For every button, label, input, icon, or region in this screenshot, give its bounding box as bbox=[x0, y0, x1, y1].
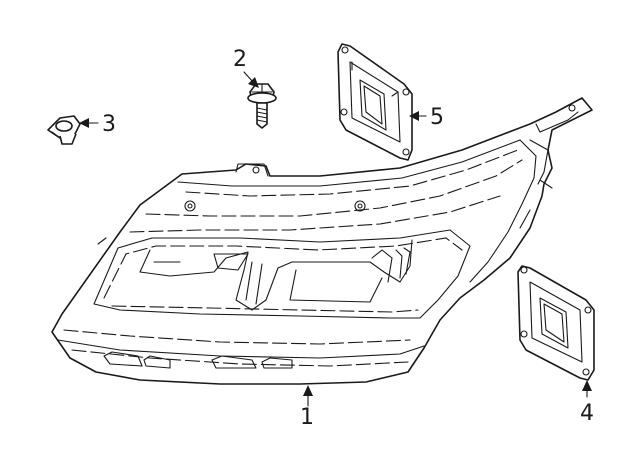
callout-5-arrow bbox=[409, 111, 419, 121]
callout-5: 5 bbox=[409, 105, 444, 130]
callout-3-arrow bbox=[79, 118, 89, 128]
callout-1-label: 1 bbox=[300, 405, 314, 430]
callout-4-arrow bbox=[582, 380, 592, 391]
clip-nut bbox=[47, 115, 81, 145]
callout-2-arrow bbox=[248, 77, 259, 88]
callout-4-label: 4 bbox=[580, 401, 594, 426]
callout-2: 2 bbox=[233, 47, 259, 88]
callout-3-label: 3 bbox=[102, 112, 116, 137]
mounting-bracket-upper bbox=[337, 43, 413, 161]
callout-5-label: 5 bbox=[430, 105, 444, 130]
callout-2-label: 2 bbox=[233, 47, 247, 72]
headlamp-assembly bbox=[51, 97, 593, 385]
callout-4: 4 bbox=[580, 380, 594, 426]
bolt bbox=[247, 83, 277, 129]
callout-1-arrow bbox=[303, 385, 313, 396]
callout-3: 3 bbox=[79, 112, 116, 137]
callout-1: 1 bbox=[300, 385, 314, 430]
mounting-bracket-lower bbox=[517, 265, 595, 381]
